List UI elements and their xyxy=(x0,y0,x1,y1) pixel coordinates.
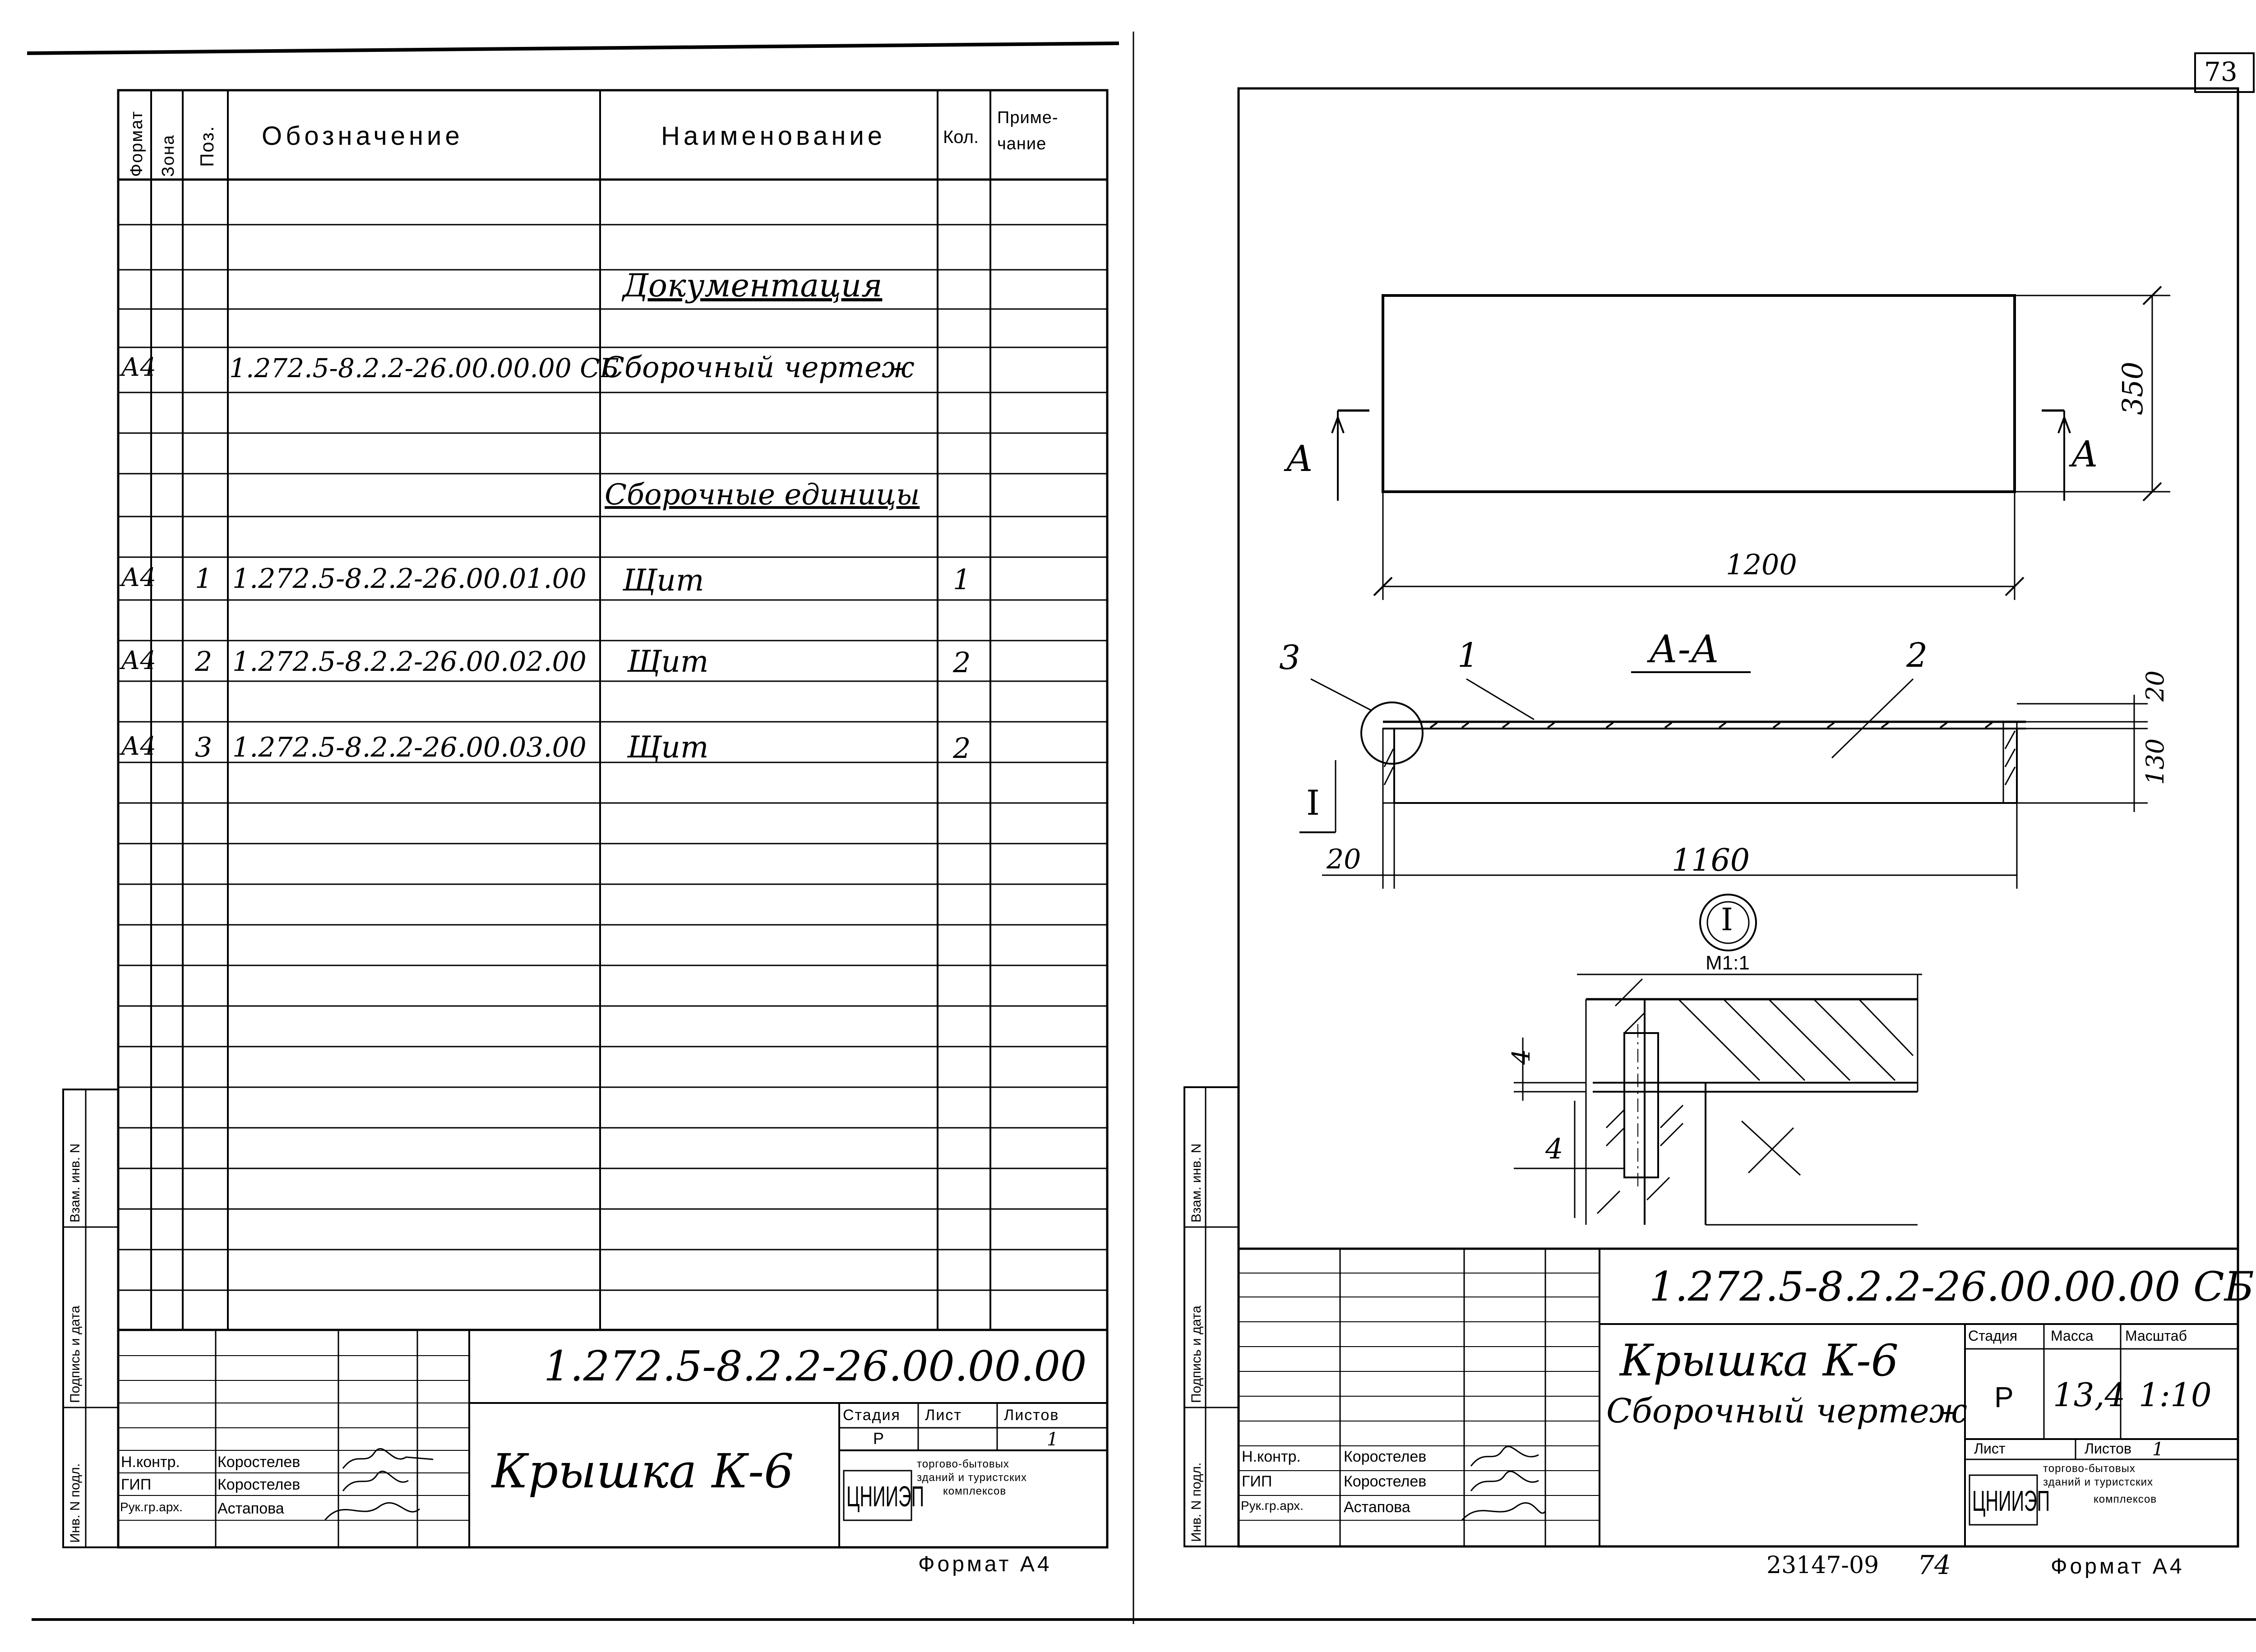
detail-mark: I xyxy=(1721,902,1733,938)
sheets-label: Листов xyxy=(2085,1440,2131,1457)
header-pos: Поз. xyxy=(196,125,217,167)
row-pos: 1 xyxy=(195,563,213,595)
side-label-replacement: Взам. инв. N xyxy=(68,1143,83,1223)
scale-label: Масштаб xyxy=(2125,1328,2187,1344)
side-label-inv: Инв. N подл. xyxy=(68,1463,83,1543)
row-designation: 1.272.5-8.2.2-26.00.02.00 xyxy=(232,646,587,678)
section-dim-top: 20 xyxy=(2141,670,2169,701)
header-note-2: чание xyxy=(997,134,1047,153)
side-label-signature: Подпись и дата xyxy=(68,1306,83,1403)
title-block-code: 1.272.5-8.2.2-26.00.00.00 СБ xyxy=(1649,1263,2254,1311)
row-designation: 1.272.5-8.2.2-26.00.01.00 xyxy=(232,563,587,595)
sheet-label: Лист xyxy=(1974,1440,2006,1457)
row-pos: 2 xyxy=(195,646,213,678)
row-name: Щит xyxy=(627,730,709,765)
page-reference: 74 xyxy=(1918,1550,1951,1580)
org-desc-3: комплексов xyxy=(2094,1493,2157,1505)
section-dim-left: 20 xyxy=(1327,844,1361,875)
header-designation: Обозначение xyxy=(262,121,463,151)
mass-label: Масса xyxy=(2051,1328,2094,1344)
format-label-right: Формат А4 xyxy=(2051,1555,2185,1578)
archive-number: 23147-09 xyxy=(1766,1552,1879,1579)
section-dim-side: 130 xyxy=(2141,738,2169,785)
section-mark-right: А xyxy=(2071,433,2099,475)
callout-2: 2 xyxy=(1906,636,1928,675)
staff-role-3: Рук.гр.арх. xyxy=(1241,1499,1304,1513)
staff-name-2: Коростелев xyxy=(1344,1473,1427,1490)
staff-role-2: ГИП xyxy=(1242,1473,1272,1490)
row-qty: 1 xyxy=(953,563,971,596)
header-note-1: Приме- xyxy=(997,108,1059,127)
row-pos: 3 xyxy=(195,732,213,763)
row-qty: 2 xyxy=(953,732,971,765)
detail-dim-b: 4 xyxy=(1545,1132,1563,1165)
sheets-value: 1 xyxy=(2152,1439,2164,1460)
staff-role-2: ГИП xyxy=(121,1476,152,1493)
title-block-title: Крышка К-6 xyxy=(492,1444,794,1499)
org-logo: ЦНИИЭП xyxy=(846,1480,925,1513)
scale-value: 1:10 xyxy=(2139,1376,2212,1414)
row-name: Щит xyxy=(623,563,704,598)
staff-name-1: Коростелев xyxy=(1344,1448,1427,1465)
org-desc-3: комплексов xyxy=(943,1485,1007,1497)
row-format: А4 xyxy=(121,563,157,592)
header-name: Наименование xyxy=(661,121,886,151)
section-dim-length: 1160 xyxy=(1672,843,1750,878)
sheets-value: 1 xyxy=(1047,1429,1059,1450)
doc-row-designation: 1.272.5-8.2.2-26.00.00.00 СБ xyxy=(229,353,619,383)
stage-value: Р xyxy=(1994,1381,2014,1413)
section-assembly-units: Сборочные единицы xyxy=(605,478,920,512)
side-label-replacement: Взам. инв. N xyxy=(1189,1143,1204,1223)
callout-3: 3 xyxy=(1279,638,1301,677)
side-label-inv: Инв. N подл. xyxy=(1189,1462,1204,1542)
section-documentation: Документация xyxy=(623,267,883,304)
title-block-title-1: Крышка К-6 xyxy=(1620,1335,1899,1386)
org-desc-2: зданий и туристских xyxy=(2043,1476,2154,1488)
stage-label: Стадия xyxy=(843,1407,901,1424)
row-format: А4 xyxy=(121,732,157,761)
plan-dim-width: 1200 xyxy=(1726,548,1797,581)
staff-role-1: Н.контр. xyxy=(1242,1448,1301,1465)
org-desc-1: торгово-бытовых xyxy=(917,1458,1009,1470)
staff-name-2: Коростелев xyxy=(217,1476,300,1493)
stage-label: Стадия xyxy=(1968,1328,2018,1344)
row-designation: 1.272.5-8.2.2-26.00.03.00 xyxy=(232,732,587,763)
detail-scale: М1:1 xyxy=(1706,952,1750,974)
staff-role-1: Н.контр. xyxy=(121,1454,180,1471)
staff-name-3: Астапова xyxy=(217,1500,284,1517)
header-qty: Кол. xyxy=(943,127,979,147)
plan-dim-height: 350 xyxy=(2116,361,2149,415)
org-desc-1: торгово-бытовых xyxy=(2043,1463,2136,1475)
row-format: А4 xyxy=(121,646,157,675)
staff-name-3: Астапова xyxy=(1344,1499,1410,1516)
side-label-signature: Подпись и дата xyxy=(1189,1306,1204,1403)
org-logo: ЦНИИЭП xyxy=(1972,1485,2050,1517)
row-name: Щит xyxy=(627,644,709,679)
detail-dim-a: 4 xyxy=(1507,1049,1535,1065)
doc-row-format: А4 xyxy=(121,353,157,382)
section-title: А-А xyxy=(1649,627,1720,671)
staff-role-3: Рук.гр.арх. xyxy=(120,1500,183,1514)
title-block-code: 1.272.5-8.2.2-26.00.00.00 xyxy=(544,1342,1087,1390)
doc-row-name: Сборочный чертеж xyxy=(602,351,915,384)
section-detail-mark: I xyxy=(1306,783,1320,823)
page-number: 73 xyxy=(2204,56,2238,87)
title-block-title-2: Сборочный чертеж xyxy=(1606,1392,1967,1431)
header-format: Формат xyxy=(127,111,146,177)
sheet-label: Лист xyxy=(925,1407,962,1424)
org-desc-2: зданий и туристских xyxy=(917,1472,1027,1484)
callout-1: 1 xyxy=(1457,636,1479,675)
mass-value: 13,4 xyxy=(2053,1376,2126,1414)
stage-value: Р xyxy=(873,1429,885,1448)
row-qty: 2 xyxy=(953,646,971,679)
sheets-label: Листов xyxy=(1004,1407,1059,1424)
header-zone: Зона xyxy=(159,134,178,177)
format-label-left: Формат А4 xyxy=(918,1552,1052,1576)
staff-name-1: Коростелев xyxy=(217,1454,300,1471)
section-mark-left: А xyxy=(1286,438,1313,480)
